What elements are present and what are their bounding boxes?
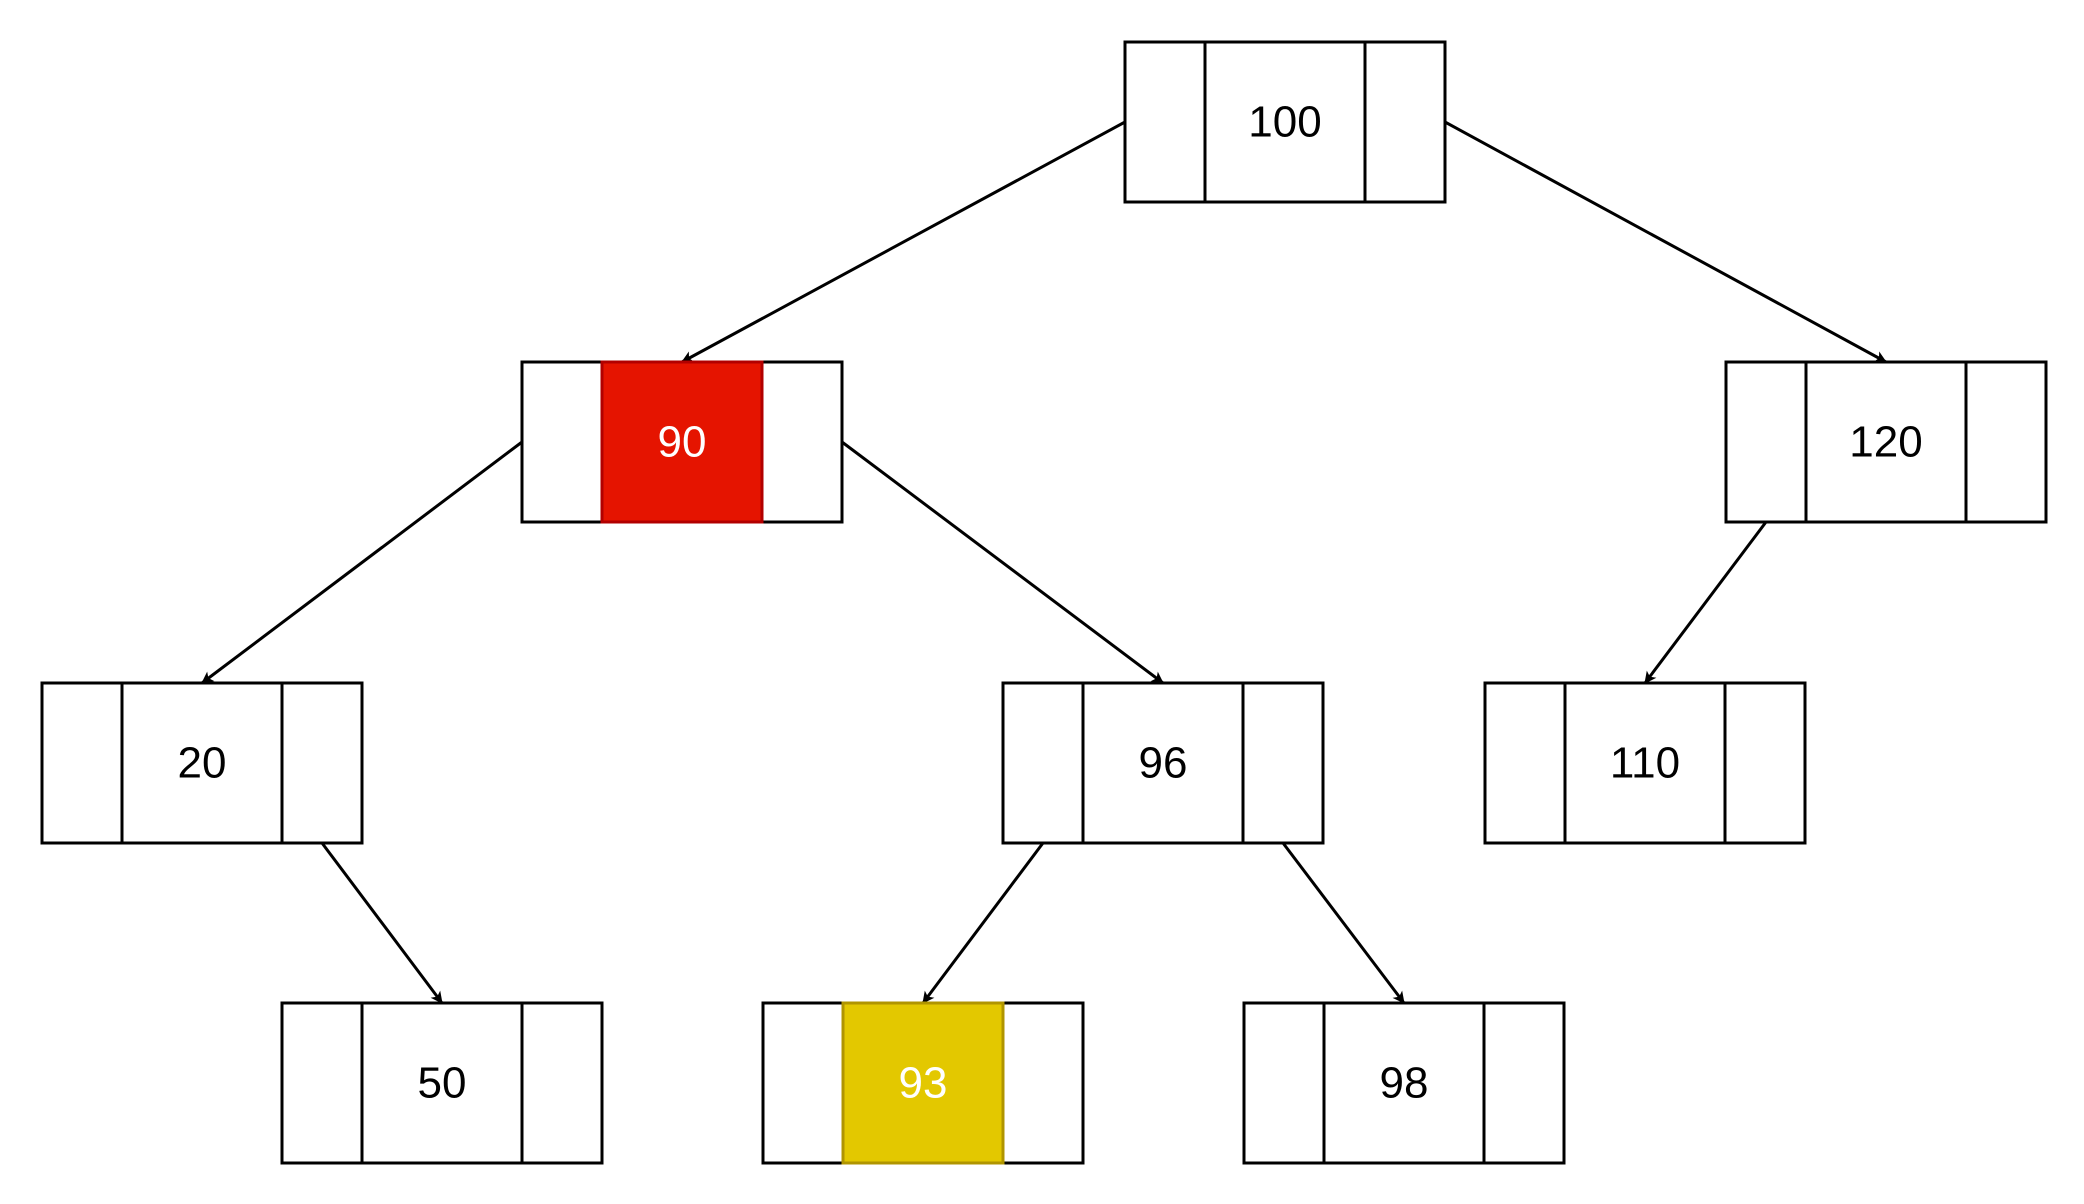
node-value-cell [1322, 1001, 1486, 1165]
node-value-label: 100 [1248, 98, 1321, 147]
tree-node-90: 90 [520, 360, 844, 524]
node-value-label: 93 [899, 1059, 948, 1108]
node-value-label: 98 [1380, 1059, 1429, 1108]
node-value-label: 110 [1610, 739, 1680, 788]
node-value-cell-border [841, 1001, 1005, 1165]
tree-node-110: 110 [1483, 681, 1807, 845]
node-border [1001, 681, 1325, 845]
node-value-cell [360, 1001, 524, 1165]
edge-96-to-93 [921, 842, 1045, 1004]
node-value-label: 50 [418, 1059, 467, 1108]
tree-node-20: 20 [40, 681, 364, 845]
node-value-label: 120 [1849, 418, 1922, 467]
edge-96-to-98 [1281, 842, 1406, 1004]
nodes-layer: 100 90 120 20 96 110 50 93 98 [40, 40, 2048, 1165]
node-border [1242, 1001, 1566, 1165]
edge-100-to-90 [681, 120, 1126, 364]
tree-node-100: 100 [1123, 40, 1447, 204]
node-value-label: 20 [178, 739, 227, 788]
edge-90-to-96 [841, 440, 1164, 685]
tree-node-50: 50 [280, 1001, 604, 1165]
edge-120-to-110 [1643, 521, 1768, 684]
node-border [40, 681, 364, 845]
node-border [1724, 360, 2048, 524]
node-value-label: 96 [1139, 739, 1188, 788]
node-border [1483, 681, 1807, 845]
edge-100-to-120 [1444, 120, 1887, 364]
node-value-label: 90 [658, 418, 707, 467]
edge-20-to-50 [320, 842, 444, 1004]
tree-node-96: 96 [1001, 681, 1325, 845]
edge-90-to-20 [201, 440, 523, 685]
node-value-cell-border [600, 360, 764, 524]
node-value-cell [1203, 40, 1367, 204]
node-border [280, 1001, 604, 1165]
tree-node-93: 93 [761, 1001, 1085, 1165]
tree-node-98: 98 [1242, 1001, 1566, 1165]
tree-node-120: 120 [1724, 360, 2048, 524]
node-border [1123, 40, 1447, 204]
edges-layer [201, 120, 1887, 1004]
